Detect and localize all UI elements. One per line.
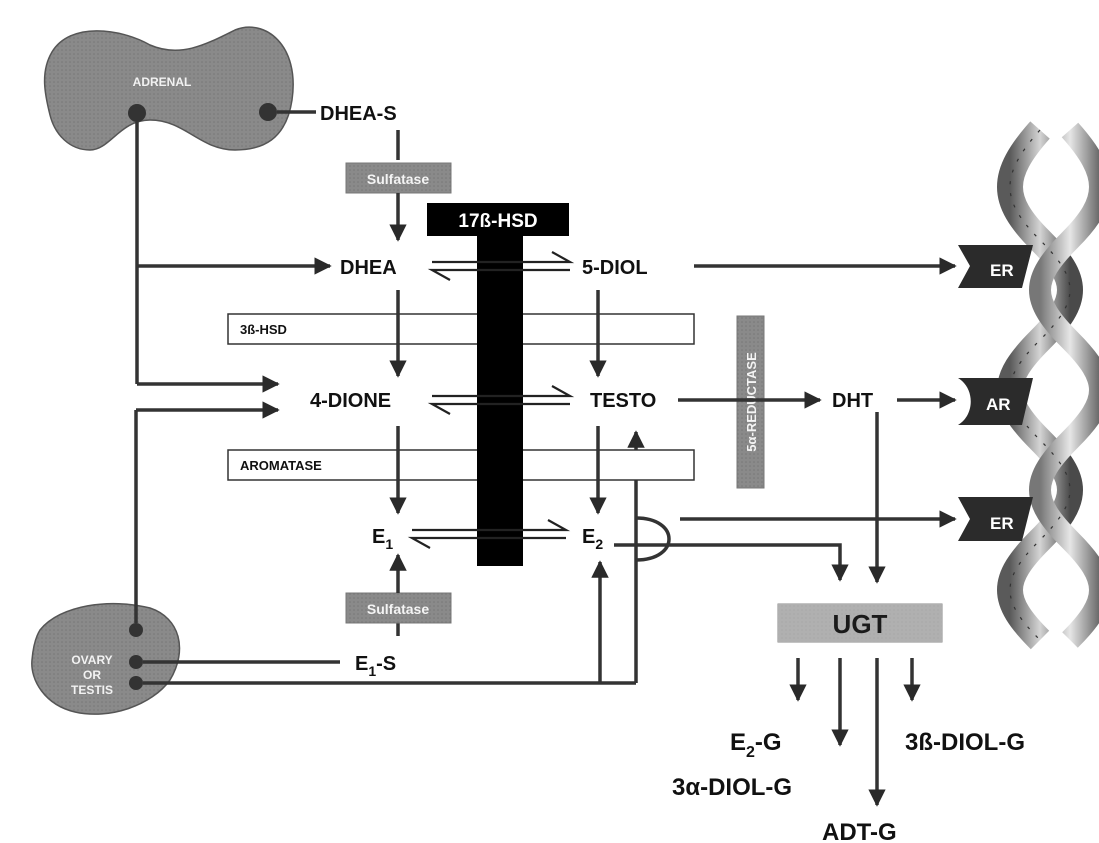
- hsd17-header: [427, 203, 569, 236]
- dhea-label: DHEA: [340, 257, 397, 279]
- sulfatase-box-bottom: [345, 592, 452, 624]
- dione4-label: 4-DIONE: [310, 390, 391, 412]
- gonad-port-icon: [129, 676, 143, 690]
- svg-text:ER: ER: [990, 514, 1014, 533]
- adrenal-port-icon: [259, 103, 277, 121]
- receptor-er-top: ER: [958, 245, 1033, 288]
- sulfatase-label-bottom: Sulfatase: [367, 601, 429, 617]
- svg-text:AR: AR: [986, 395, 1011, 414]
- reductase-label: 5α-REDUCTASE: [744, 352, 759, 452]
- receptor-ar: AR: [958, 378, 1033, 425]
- adt-label: ADT-G: [822, 819, 897, 843]
- dht-label: DHT: [832, 390, 873, 412]
- gonad-organ: OVARY OR TESTIS: [31, 602, 181, 715]
- svg-text:ER: ER: [990, 261, 1014, 280]
- diol3a-label: 3α-DIOL-G: [672, 774, 792, 801]
- hsd3-band: [227, 313, 695, 345]
- aromatase-label: AROMATASE: [240, 458, 322, 473]
- sulfatase-box-top: [345, 162, 452, 194]
- ugt-label: UGT: [833, 609, 888, 639]
- reductase-box: [736, 315, 765, 489]
- hsd3-label: 3ß-HSD: [240, 322, 287, 337]
- gonad-port-icon: [129, 623, 143, 637]
- e2g-label: E2-G: [730, 729, 782, 761]
- sulfatase-label-top: Sulfatase: [367, 171, 429, 187]
- testo-label: TESTO: [590, 390, 656, 412]
- receptor-er-bottom: ER: [958, 497, 1033, 541]
- e2-label: E2: [582, 526, 603, 552]
- e1s-label: E1-S: [355, 653, 396, 679]
- equilibrium-arrows: [407, 251, 575, 549]
- diol5-label: 5-DIOL: [582, 257, 648, 279]
- hsd17-bar: [477, 236, 523, 566]
- aromatase-band: [227, 449, 695, 481]
- gonad-label-testis: TESTIS: [71, 683, 113, 697]
- gonad-label-or: OR: [83, 668, 101, 682]
- adrenal-organ: ADRENAL: [43, 26, 294, 151]
- adrenal-label: ADRENAL: [133, 75, 192, 89]
- adrenal-port-icon: [128, 104, 146, 122]
- dheas-label: DHEA-S: [320, 103, 397, 125]
- hsd17-label: 17ß-HSD: [458, 211, 537, 232]
- e1-label: E1: [372, 526, 393, 552]
- diol3b-label: 3ß-DIOL-G: [905, 729, 1025, 756]
- gonad-label-ovary: OVARY: [71, 653, 112, 667]
- gonad-port-icon: [129, 655, 143, 669]
